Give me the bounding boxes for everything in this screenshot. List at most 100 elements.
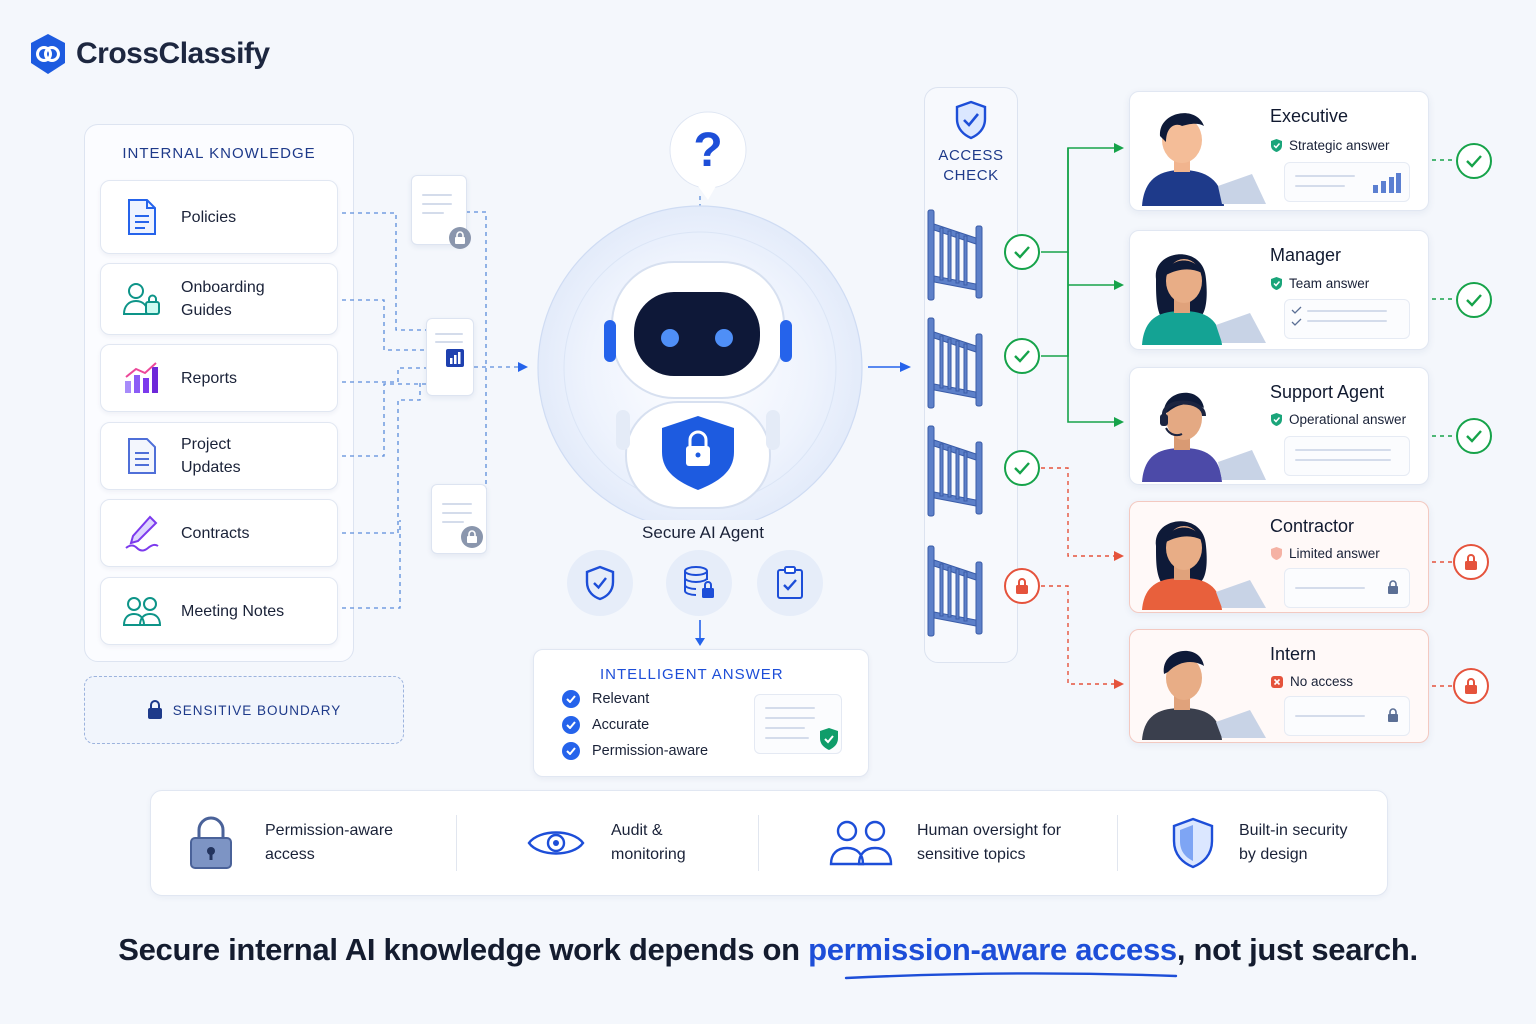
- check-icon: [562, 690, 580, 708]
- lock-icon: [147, 700, 162, 719]
- role-answer-label: Limited answer: [1289, 546, 1380, 561]
- sensitive-boundary: SENSITIVE BOUNDARY: [84, 676, 404, 744]
- eye-icon: [527, 831, 585, 855]
- lock-badge-icon: [461, 526, 483, 548]
- list-document-icon: [121, 435, 163, 477]
- result-granted-icon: [1456, 143, 1492, 179]
- role-card-contractor[interactable]: Contractor Limited answer: [1129, 501, 1429, 613]
- feature-permission-access: Permission-aware access: [189, 791, 393, 895]
- lock-icon: [1388, 580, 1398, 594]
- shield-check-icon: [955, 100, 987, 140]
- answer-item: Permission-aware: [562, 742, 708, 760]
- capability-clipboard: [757, 550, 823, 616]
- intern-avatar: [1142, 650, 1266, 740]
- answer-preview: [1284, 696, 1410, 736]
- knowledge-item-policies[interactable]: Policies: [100, 180, 338, 254]
- knowledge-panel: INTERNAL KNOWLEDGE Policies Onboarding G…: [84, 124, 354, 662]
- feature-strip: Permission-aware access Audit & monitoring…: [150, 790, 1388, 896]
- check-icon: [562, 742, 580, 760]
- feature-text: Human oversight for sensitive topics: [917, 819, 1061, 867]
- role-answer-label: Operational answer: [1289, 412, 1407, 427]
- headline-text: Secure internal AI knowledge work depend…: [118, 932, 809, 967]
- role-answer: Operational answer: [1270, 412, 1406, 427]
- knowledge-item-label: Project Updates: [181, 436, 241, 476]
- crossclassify-logo-icon: [31, 34, 65, 74]
- answer-item: Relevant: [562, 690, 649, 708]
- shield-limited-icon: [1271, 547, 1282, 560]
- lock-icon: [1388, 708, 1398, 722]
- gate-granted-icon: [1004, 234, 1040, 270]
- capability-shield: [567, 550, 633, 616]
- feature-line: Human oversight for: [917, 822, 1062, 839]
- answer-item-label: Permission-aware: [592, 743, 709, 759]
- role-card-executive[interactable]: Executive Strategic answer: [1129, 91, 1429, 211]
- capability-database: [666, 550, 732, 616]
- knowledge-item-contracts[interactable]: Contracts: [100, 499, 338, 567]
- role-card-manager[interactable]: Manager Team answer: [1129, 230, 1429, 350]
- feature-line: by design: [1239, 846, 1308, 863]
- shield-check-icon: [1271, 277, 1282, 290]
- feature-text: Permission-aware access: [265, 819, 393, 867]
- gate-icon: [927, 209, 983, 637]
- knowledge-item-reports[interactable]: Reports: [100, 344, 338, 412]
- users-icon: [121, 278, 163, 320]
- feature-audit: Audit & monitoring: [527, 791, 686, 895]
- knowledge-title: INTERNAL KNOWLEDGE: [122, 145, 316, 162]
- feature-line: access: [265, 846, 315, 863]
- knowledge-item-label: Meeting Notes: [181, 602, 285, 620]
- role-answer: Team answer: [1270, 276, 1369, 291]
- access-title-line1: ACCESS: [938, 147, 1004, 164]
- pen-icon: [121, 512, 163, 554]
- agent-label: Secure AI Agent: [642, 523, 764, 542]
- brand-name: CrossClassify: [76, 37, 270, 70]
- knowledge-item-label: Onboarding Guides: [181, 279, 265, 319]
- result-denied-icon: [1453, 668, 1489, 704]
- secure-ai-agent: [537, 111, 863, 520]
- knowledge-item-meeting-notes[interactable]: Meeting Notes: [100, 577, 338, 645]
- feature-line: Permission-aware: [265, 822, 394, 839]
- document-icon: [121, 196, 163, 238]
- feature-line: monitoring: [611, 846, 686, 863]
- answer-preview: [1284, 162, 1410, 202]
- headline-text: , not just search.: [1176, 932, 1418, 967]
- role-card-intern[interactable]: Intern No access: [1129, 629, 1429, 743]
- gate-denied-icon: [1004, 568, 1040, 604]
- access-check-title: ACCESS CHECK: [925, 146, 1017, 186]
- database-lock-icon: [684, 566, 714, 598]
- answer-preview: [1284, 568, 1410, 608]
- feature-line: sensitive topics: [917, 846, 1026, 863]
- padlock-icon: [190, 816, 232, 869]
- chart-badge-icon: [446, 349, 464, 367]
- check-icon: [562, 716, 580, 734]
- knowledge-item-project-updates[interactable]: Project Updates: [100, 422, 338, 490]
- gate-granted-icon: [1004, 450, 1040, 486]
- role-card-support-agent[interactable]: Support Agent Operational answer: [1129, 367, 1429, 485]
- feature-line: Audit &: [611, 822, 663, 839]
- role-name: Manager: [1270, 245, 1342, 265]
- answer-item: Accurate: [562, 716, 649, 734]
- people-icon: [121, 590, 163, 632]
- answer-preview: [1284, 436, 1410, 476]
- role-answer-label: Team answer: [1289, 276, 1370, 291]
- knowledge-item-label: Contracts: [181, 524, 250, 542]
- access-title-line2: CHECK: [943, 167, 999, 184]
- denied-icon: [1271, 675, 1283, 688]
- shield-check-icon: [1271, 413, 1282, 426]
- answer-title: INTELLIGENT ANSWER: [600, 666, 784, 683]
- role-name: Intern: [1270, 644, 1317, 664]
- answer-document: [754, 694, 842, 754]
- people-icon: [829, 820, 893, 866]
- contractor-avatar: [1142, 521, 1266, 610]
- role-name: Contractor: [1270, 516, 1355, 536]
- bar-chart-icon: [121, 357, 163, 399]
- role-answer-label: Strategic answer: [1289, 138, 1390, 153]
- shield-badge-icon: [820, 728, 838, 750]
- role-name: Support Agent: [1270, 382, 1385, 402]
- feature-text: Audit & monitoring: [611, 819, 686, 867]
- knowledge-item-onboarding[interactable]: Onboarding Guides: [100, 263, 338, 335]
- executive-avatar: [1142, 113, 1266, 206]
- question-mark: ?: [693, 124, 723, 177]
- role-answer: Strategic answer: [1270, 138, 1390, 153]
